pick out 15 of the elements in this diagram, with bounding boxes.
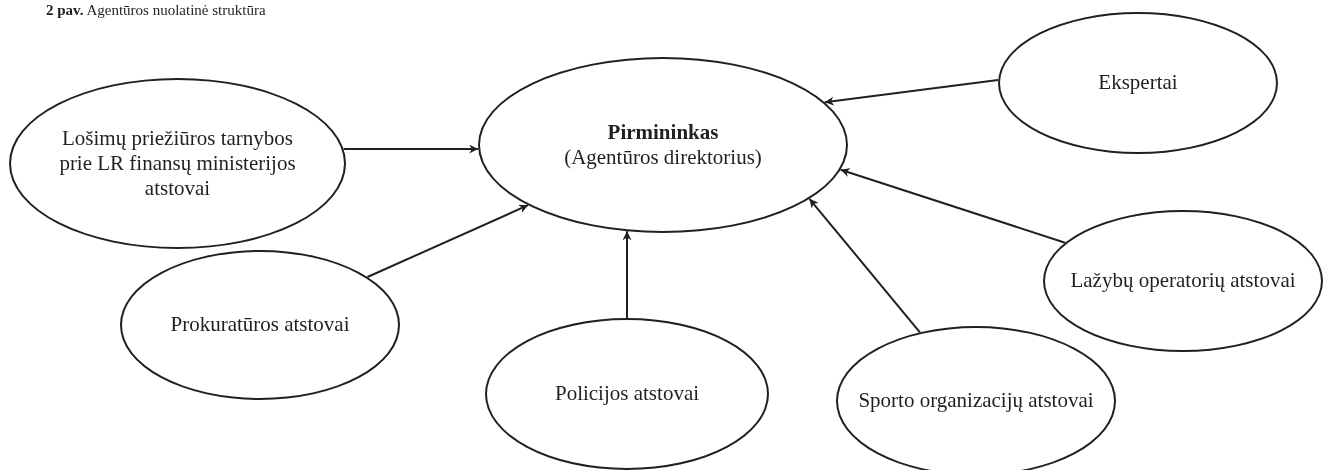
arrow — [622, 230, 632, 319]
arrow — [839, 168, 1067, 244]
arrow — [808, 197, 921, 334]
node-text: Lažybų operatorių atstovai — [1070, 268, 1296, 294]
arrow — [342, 144, 480, 154]
arrow — [823, 79, 1000, 106]
node-heading: Pirmininkas — [607, 119, 719, 145]
figure-title: 2 pav. Agentūros nuolatinė struktūra — [46, 2, 266, 19]
arrow — [366, 204, 530, 278]
node-text: Policijos atstovai — [554, 381, 700, 407]
node-text: Prokuratūros atstovai — [170, 312, 350, 338]
node-text: Lošimų priežiūros tarnybos prie LR finansų ministerijos atstovai — [58, 125, 297, 202]
node-text: Ekspertai — [1098, 70, 1178, 96]
node-text: (Agentūros direktorius) — [564, 145, 762, 171]
node-text: Sporto organizacijų atstovai — [858, 388, 1094, 414]
